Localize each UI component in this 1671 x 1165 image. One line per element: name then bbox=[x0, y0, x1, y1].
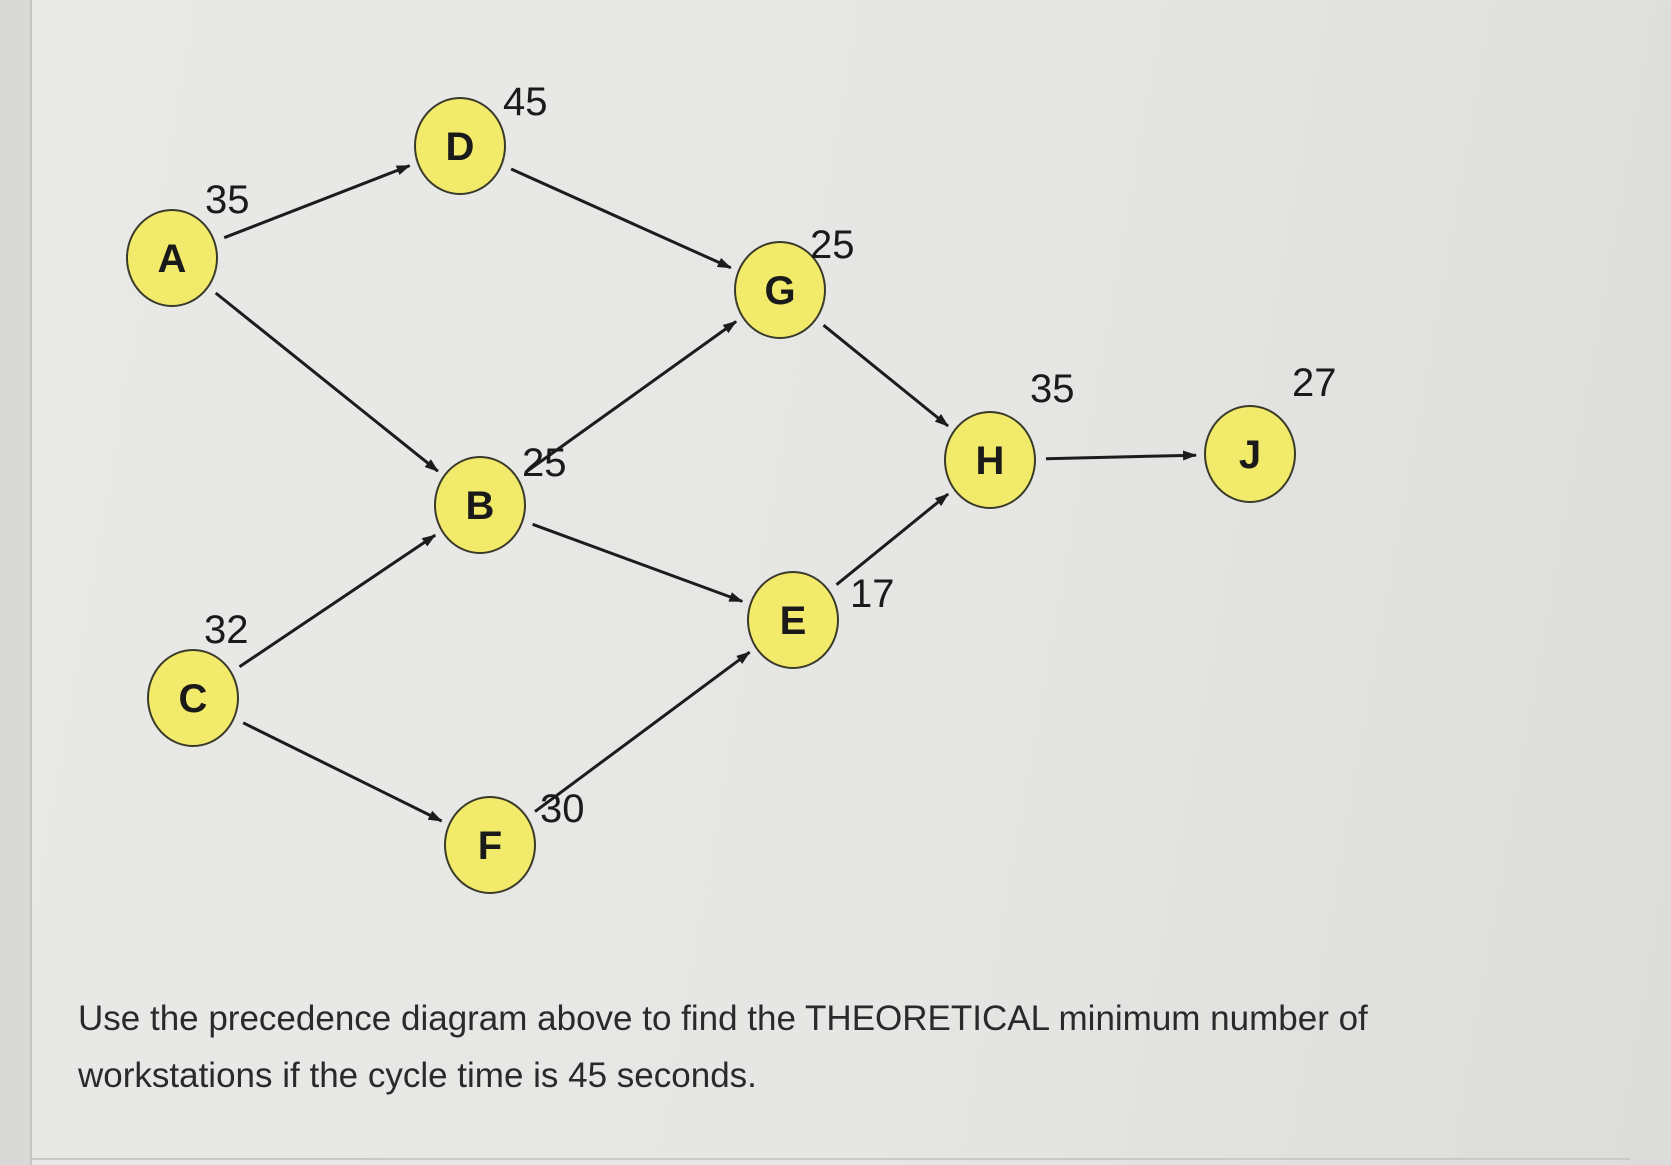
node-f-time: 30 bbox=[540, 787, 585, 831]
edge-b-g bbox=[524, 320, 737, 474]
node-h-circle bbox=[944, 411, 1036, 509]
question-text: Use the precedence diagram above to find… bbox=[78, 999, 1368, 1095]
edges-layer bbox=[214, 164, 1197, 823]
node-d-label: D bbox=[446, 125, 475, 169]
edge-a-b bbox=[214, 291, 439, 473]
node-e-time: 17 bbox=[850, 572, 895, 616]
node-d: D 45 bbox=[414, 80, 548, 195]
edge-h-j bbox=[1045, 450, 1197, 461]
edge-d-g bbox=[510, 167, 732, 270]
node-d-time: 45 bbox=[503, 80, 548, 124]
node-h: H 35 bbox=[944, 367, 1075, 509]
node-d-circle bbox=[414, 97, 506, 195]
edge-a-d bbox=[223, 164, 411, 240]
node-g-time: 25 bbox=[810, 223, 855, 267]
node-c-time: 32 bbox=[204, 608, 249, 652]
edge-f-e bbox=[534, 650, 751, 813]
content-panel bbox=[30, 0, 1671, 1165]
node-b: B 25 bbox=[434, 441, 567, 554]
node-g: G 25 bbox=[734, 223, 855, 339]
edge-g-h bbox=[822, 324, 949, 428]
node-j-circle bbox=[1204, 405, 1296, 503]
edge-e-h bbox=[835, 492, 950, 586]
node-a-label: A bbox=[158, 237, 187, 281]
node-f-label: F bbox=[478, 824, 502, 868]
node-g-label: G bbox=[764, 269, 795, 313]
node-h-label: H bbox=[976, 439, 1005, 483]
node-a-time: 35 bbox=[205, 178, 250, 222]
edge-c-f bbox=[242, 721, 443, 823]
panel-bottom-divider bbox=[30, 1158, 1630, 1160]
node-g-circle bbox=[734, 241, 826, 339]
node-b-label: B bbox=[466, 484, 495, 528]
node-e-circle bbox=[747, 571, 839, 669]
node-c-label: C bbox=[179, 677, 208, 721]
node-c: C 32 bbox=[147, 608, 249, 747]
node-a: A 35 bbox=[126, 178, 250, 307]
node-e-label: E bbox=[780, 599, 807, 643]
edge-c-b bbox=[238, 533, 437, 669]
node-f: F 30 bbox=[444, 787, 585, 894]
node-f-circle bbox=[444, 796, 536, 894]
node-j-label: J bbox=[1239, 433, 1261, 477]
node-j: J 27 bbox=[1204, 361, 1337, 503]
node-c-circle bbox=[147, 649, 239, 747]
node-h-time: 35 bbox=[1030, 367, 1075, 411]
edge-b-e bbox=[532, 522, 744, 603]
node-j-time: 27 bbox=[1292, 361, 1337, 405]
node-e: E 17 bbox=[747, 571, 895, 669]
node-b-circle bbox=[434, 456, 526, 554]
node-a-circle bbox=[126, 209, 218, 307]
node-b-time: 25 bbox=[522, 441, 567, 485]
